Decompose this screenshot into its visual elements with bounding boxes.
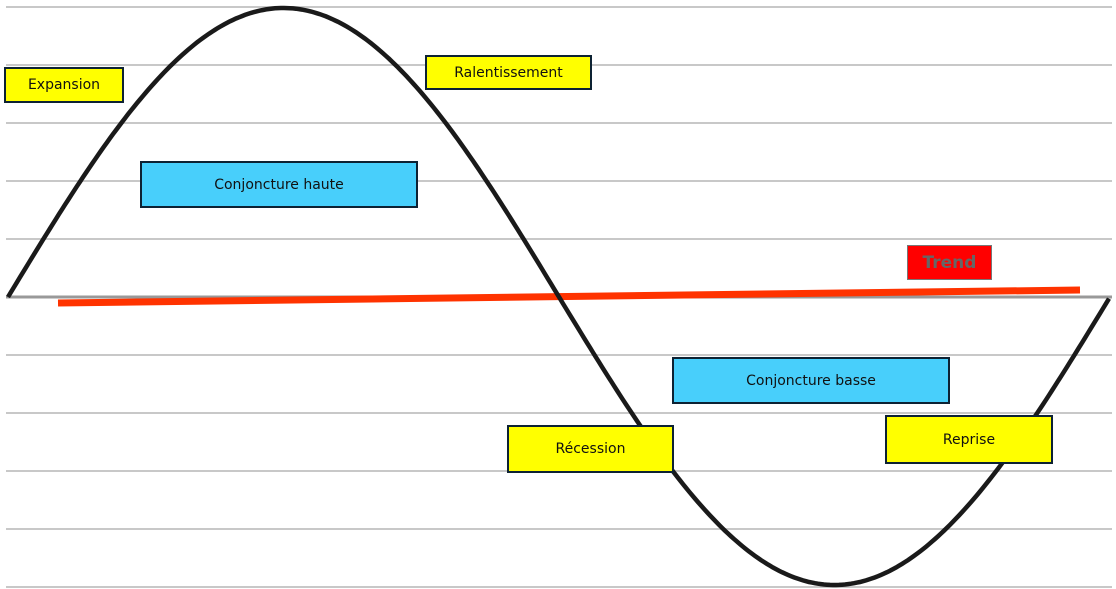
label-text: Expansion (27, 77, 101, 93)
label-text: Conjoncture basse (746, 372, 876, 389)
label-text: Trend (922, 252, 977, 273)
label-conjoncture-basse: Conjoncture basse (672, 357, 950, 404)
trend-line (57, 286, 1081, 307)
label-ralentissement: Ralentissement (425, 55, 592, 90)
label-text: Reprise (942, 431, 996, 448)
cycle-curve (6, 5, 1111, 588)
label-text: Ralentissement (454, 64, 563, 81)
label-conjoncture-haute: Conjoncture haute (140, 161, 418, 208)
label-reprise: Reprise (885, 415, 1053, 464)
label-recession: Récession (507, 425, 674, 473)
label-expansion: Expansion (4, 67, 124, 103)
label-text: Récession (555, 441, 626, 457)
label-text: Conjoncture haute (214, 176, 344, 193)
label-trend: Trend (907, 245, 992, 280)
